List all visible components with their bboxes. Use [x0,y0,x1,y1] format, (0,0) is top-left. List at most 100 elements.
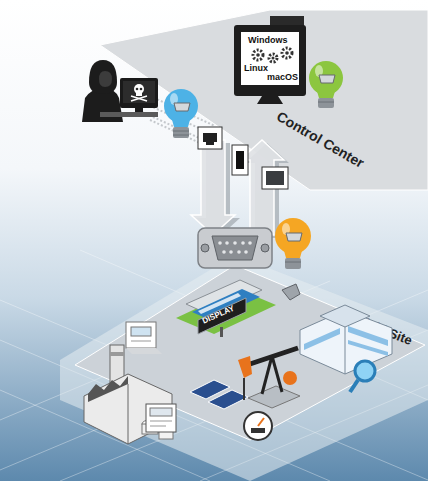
oil-pump-part [248,386,300,408]
green-bulb-part [319,75,335,83]
device-box-part [150,426,166,427]
green-bulb-part [318,98,334,108]
factory-part [88,376,128,402]
text-label: DISPLAY [201,305,235,326]
solar-panels-part [208,390,248,409]
gauge-box-part [131,327,151,336]
oil-pump [238,348,300,408]
serial-connector [198,228,272,268]
hacker-figure [82,60,158,122]
factory-part [128,384,129,444]
serial-connector-part-part [218,241,222,245]
magnifier [350,361,375,392]
text-label: Windows [248,36,287,45]
meter-part [258,418,264,426]
orange-bulb-part [285,262,301,263]
blue-bulb-part [173,131,189,132]
green-bulb-part [318,102,334,103]
serial-connector-part [261,244,269,252]
gauge-box [126,322,162,354]
field-outer-area-part [60,255,428,481]
orange-bulb-part [286,233,302,241]
hacker-monitor-part [136,92,142,96]
computer-part [269,54,277,62]
device-box-part [150,408,172,416]
blue-bulb-part [171,116,191,127]
serial-connector-part-part [248,241,252,245]
usb-port-part [232,145,248,175]
hdmi-port-part [262,167,288,189]
hacker-figure-part [100,112,158,117]
green-bulb [309,61,343,108]
ethernet-port-part [198,127,222,149]
serial-connector-part [218,241,252,254]
building-part [348,340,388,356]
serial-connector-part [198,228,272,268]
oil-pump-part [272,356,282,392]
hacker-figure-part [99,71,112,87]
blue-bulb [164,89,198,138]
serial-connector-part [201,244,209,252]
ethernet-port [198,127,222,149]
building [300,305,392,374]
blue-bulb-part [174,103,190,111]
device-box-part [150,421,172,422]
computer-part [241,32,299,85]
serial-connector-part-part [222,250,226,254]
field-outer-area [60,255,428,481]
magnifier-part [350,380,358,392]
oil-pump-part [243,378,245,400]
text-label: Linux [244,64,268,73]
hacker-monitor-part [120,78,158,108]
serial-connector-part-part [237,250,241,254]
device-box-part [146,404,176,432]
blue-bulb-part [173,127,189,138]
magnifier-part [355,361,375,381]
hdmi-port [262,167,288,189]
building-part [320,305,370,327]
gauge-box-part [126,348,162,354]
train-station [176,280,276,337]
computer-part [282,48,292,58]
sensor [282,284,300,300]
gauge-box-part [126,322,156,348]
ethernet-port-part [203,133,217,145]
meter [244,412,272,440]
factory-part [84,374,172,444]
sensor-part [282,284,300,300]
train-station-part [220,327,223,337]
computer [234,16,306,104]
oil-pump-part [238,356,252,378]
hacker-monitor-part [123,81,155,103]
hacker-monitor-part [135,108,143,112]
meter-part [244,412,272,440]
serial-connector-part-part [225,241,229,245]
text-label: macOS [267,73,298,82]
flow-arrow [191,140,235,235]
hacker-monitor-part [131,96,147,101]
orange-bulb-part [283,247,303,258]
serial-connector-part-part [241,241,245,245]
computer-part [272,57,275,60]
orange-bulb [275,218,311,269]
hacker-monitor [120,78,158,112]
oil-pump-part [244,348,298,366]
hacker-monitor-part [136,88,139,91]
device-box [146,404,176,432]
computer-part [256,53,260,57]
oil-pump-part [283,371,297,385]
serial-connector-part-part [244,250,248,254]
hdmi-port-part [266,171,284,185]
serial-connector-part [212,236,258,260]
serial-connector-part-part [233,241,237,245]
computer-part [285,51,289,55]
computer-part [253,50,263,60]
grid-lines [0,250,428,481]
hacker-figure-part [89,60,117,94]
hacker-monitor-part [140,88,143,91]
